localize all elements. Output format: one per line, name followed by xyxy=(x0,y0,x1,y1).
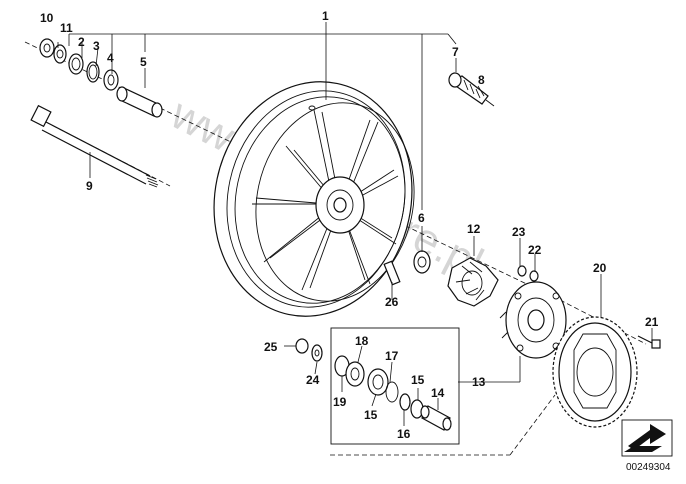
callout-10: 10 xyxy=(40,11,54,25)
nut-and-washer xyxy=(517,265,539,282)
callout-18: 18 xyxy=(355,334,369,348)
callout-19: 19 xyxy=(333,395,347,409)
callout-25: 25 xyxy=(264,340,278,354)
callout-7: 7 xyxy=(452,45,459,59)
document-number: 00249304 xyxy=(626,462,671,473)
callout-6: 6 xyxy=(418,211,425,225)
rear-axle xyxy=(30,104,159,188)
callout-24: 24 xyxy=(306,373,320,387)
leader-lines xyxy=(57,22,653,426)
callout-26: 26 xyxy=(385,295,399,309)
callout-5: 5 xyxy=(140,55,147,69)
callout-21: 21 xyxy=(645,315,659,329)
tire-valve xyxy=(448,72,495,107)
callout-11: 11 xyxy=(60,21,73,35)
callout-20: 20 xyxy=(593,261,607,275)
callout-numbers: 1 10 11 2 3 4 5 7 8 9 6 12 23 22 20 26 2… xyxy=(40,9,659,441)
callout-3: 3 xyxy=(93,39,100,53)
callout-22: 22 xyxy=(528,243,542,257)
callout-13: 13 xyxy=(472,375,486,389)
spacer-sleeve xyxy=(116,86,163,118)
callout-8: 8 xyxy=(478,73,485,87)
rear-wheel xyxy=(213,81,415,317)
wheel-bearing-right xyxy=(413,250,431,274)
callout-17: 17 xyxy=(385,349,399,363)
lower-nut-and-washer xyxy=(295,338,323,362)
callout-15-upper: 15 xyxy=(411,373,425,387)
callout-4: 4 xyxy=(107,51,114,65)
callout-12: 12 xyxy=(467,222,481,236)
chain-sprocket xyxy=(552,316,638,428)
cush-drive-damper xyxy=(447,257,499,307)
callout-1: 1 xyxy=(322,9,329,23)
carrier-bearing-kit xyxy=(330,327,460,445)
sprocket-carrier xyxy=(499,281,567,359)
callout-2: 2 xyxy=(78,35,85,49)
callout-14: 14 xyxy=(431,386,445,400)
sprocket-bolt xyxy=(637,335,661,349)
callout-16: 16 xyxy=(397,427,411,441)
left-washers-and-bearings xyxy=(39,38,119,91)
callout-15-lower: 15 xyxy=(364,408,378,422)
direction-arrow-icon xyxy=(621,419,673,457)
callout-9: 9 xyxy=(86,179,93,193)
callout-23: 23 xyxy=(512,225,526,239)
key xyxy=(383,260,401,286)
